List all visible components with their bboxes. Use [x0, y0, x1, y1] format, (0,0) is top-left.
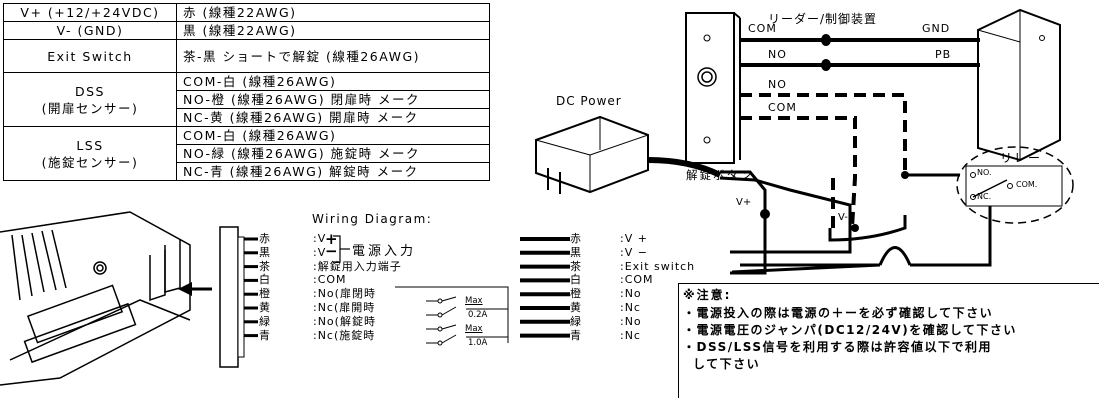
direction-arrow-icon — [178, 282, 212, 296]
wire-function-label: :V − — [620, 245, 648, 259]
max1-label: Max — [465, 296, 483, 306]
wire-color-label: 黄 — [570, 301, 582, 314]
wire-color-label: 黒 — [570, 245, 582, 259]
pin-function-label: :Nc(扉開時 — [313, 301, 376, 314]
switch-symbols — [395, 286, 509, 346]
table-row: NC-黄 (線種26AWG) 開扉時 メーク — [4, 108, 490, 127]
signal-cell: LSS (施錠センサー) — [3, 126, 177, 181]
pin-color-label: 黄 — [259, 301, 271, 314]
wire-function-label: :No — [620, 287, 642, 301]
table-row: DSS (開扉センサー) COM-白 (線種26AWG) — [3, 72, 490, 127]
notes-box: ※注意: ・電源投入の際は電源の＋ーを必ず確認して下さい ・電源電圧のジャンパ(… — [678, 283, 1099, 398]
pin-function-label: :No(扉閉時 — [313, 287, 376, 301]
pin-function-label: :解錠用入力端子 — [313, 259, 402, 273]
plus-sign: + — [325, 230, 338, 248]
wire-color-label: 赤 — [570, 232, 582, 245]
wire-color-label: 茶 — [570, 259, 582, 273]
dss-name: DSS — [75, 83, 105, 99]
wire-bars — [520, 237, 570, 338]
pin-color-label: 緑 — [259, 314, 271, 328]
reader-label: リーダー/制御装置 — [768, 12, 878, 26]
dashed-sensor-wires — [740, 93, 907, 229]
lss-name: LSS — [76, 137, 104, 153]
pin-color-label: 橙 — [259, 287, 271, 301]
relay-nc-label: NC. — [977, 192, 992, 201]
note-line: ・電源投入の際は電源の＋ーを必ず確認して下さい — [683, 306, 994, 320]
table-row: NC-青 (線種26AWG) 解錠時 メーク — [4, 162, 490, 181]
table-row: Exit Switch 茶-黒 ショートで解錠 (線種26AWG) — [3, 39, 490, 73]
pin-function-label: :V — [313, 245, 327, 259]
amp2-label: 1.0A — [468, 338, 488, 348]
minus-sign: − — [325, 242, 338, 260]
wiring-diagram-title: Wiring Diagram: — [312, 212, 433, 226]
relay — [956, 146, 1074, 224]
wire-spec-table: V+ (+12/+24VDC) 赤 (線種22AWG) V- (GND) 黒 (… — [3, 3, 490, 181]
wire-no-label: NO — [768, 48, 787, 61]
wire-color-label: 緑 — [570, 314, 582, 328]
power-bracket — [333, 235, 350, 263]
pin-function-label: :COM — [313, 273, 347, 287]
junction-vplus — [760, 209, 770, 219]
wire-color-label: 白 — [570, 273, 582, 287]
exit-switch-line — [731, 263, 881, 274]
relay-com-label: COM. — [1016, 180, 1038, 189]
wire-function-label: :Nc — [620, 328, 641, 342]
max2-label: Max — [465, 324, 483, 334]
amp1-label: 0.2A — [468, 310, 488, 320]
table-row: LSS (施錠センサー) COM-白 (線種26AWG) — [3, 126, 490, 181]
gnd-label: GND — [922, 22, 951, 35]
pin-color-label: 茶 — [259, 259, 271, 273]
connector-board-illustration — [0, 211, 191, 386]
relay-no-label: NO. — [977, 168, 992, 177]
dc-power-label: DC Power — [556, 94, 622, 108]
power-input-label: 電源入力 — [352, 244, 417, 259]
wires-to-controller — [740, 34, 980, 71]
pin-function-label: :No(解錠時 — [313, 314, 376, 328]
note-line: ・電源電圧のジャンパ(DC12/24V)を確認して下さい — [683, 323, 1017, 337]
reader-controller-box — [977, 8, 1061, 162]
note-line: ・DSS/LSS信号を利用する際は許容値以下で利用 — [683, 340, 992, 354]
connector-icon — [219, 226, 245, 368]
connector-pins — [244, 237, 258, 338]
wire-com2-label: COM — [768, 101, 797, 114]
wire-function-label: :No — [620, 314, 642, 328]
wire-no2-label: NO — [768, 78, 787, 91]
wire-com-label: COM — [748, 22, 777, 35]
pin-color-label: 黒 — [259, 245, 271, 259]
vplus-label: V+ — [736, 197, 752, 208]
dc-power-adapter — [535, 115, 722, 194]
dss-sub: (開扉センサー) — [41, 100, 139, 116]
wire-function-label: :COM — [620, 273, 654, 287]
exit-switch-plate — [685, 12, 741, 164]
color-cell: NC-青 (線種26AWG) 解錠時 メーク — [176, 162, 490, 181]
notes-title: ※注意: — [683, 288, 732, 302]
wire-color-label: 青 — [570, 328, 582, 342]
lss-sub: (施錠センサー) — [41, 154, 139, 170]
table-row: NO-橙 (線種26AWG) 閉扉時 メーク — [4, 90, 490, 109]
pin-function-label: :V — [313, 232, 327, 245]
pin-color-label: 赤 — [259, 232, 271, 245]
wire-function-label: :Nc — [620, 301, 641, 314]
pin-function-label: :Nc(施錠時 — [313, 328, 376, 342]
pin-color-label: 白 — [259, 273, 271, 287]
pin-color-label: 青 — [259, 328, 271, 342]
note-line: して下さい — [693, 357, 761, 371]
wire-function-label: :V + — [620, 232, 648, 245]
junction-vminus — [851, 224, 859, 232]
color-cell: NC-黄 (線種26AWG) 開扉時 メーク — [176, 108, 490, 127]
wire-color-label: 橙 — [570, 287, 582, 301]
color-cell: NO-橙 (線種26AWG) 閉扉時 メーク — [176, 90, 490, 109]
vminus-label: V- — [838, 212, 848, 223]
wire-function-label: :Exit switch — [620, 259, 696, 273]
signal-cell: Exit Switch — [3, 39, 177, 73]
color-cell: COM-白 (線種26AWG) — [176, 126, 490, 145]
junction-relay — [901, 171, 909, 179]
relay-label: リレー — [1000, 151, 1043, 165]
color-cell: 茶-黒 ショートで解錠 (線種26AWG) — [176, 39, 490, 73]
signal-cell: DSS (開扉センサー) — [3, 72, 177, 127]
unlock-button-label: 解錠ボタン — [686, 168, 754, 182]
pb-label: PB — [935, 48, 952, 61]
